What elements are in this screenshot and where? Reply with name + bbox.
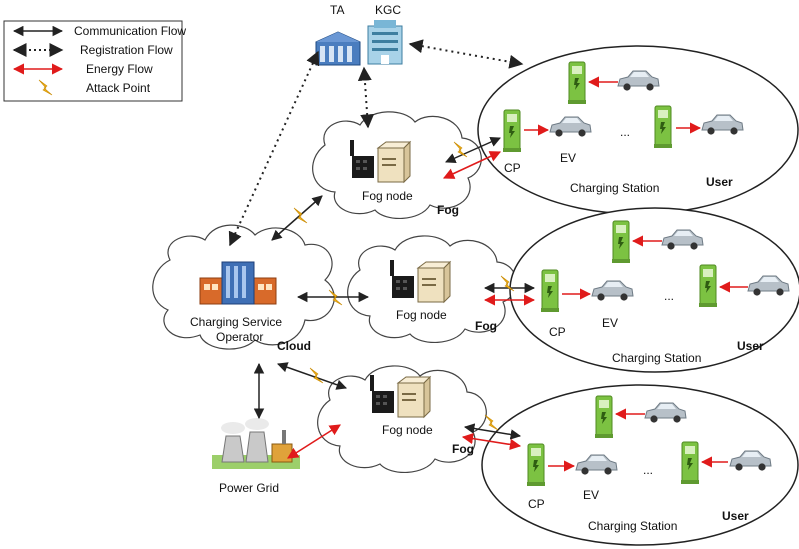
station1-user: User (706, 175, 733, 189)
kgc-label: KGC (375, 3, 401, 17)
cso-label-2: Operator (216, 330, 263, 344)
charging-station-3 (481, 384, 799, 546)
station3-cp-label: CP (528, 497, 545, 511)
station2-charger-top (611, 220, 631, 264)
station2-ev-label: EV (602, 316, 618, 330)
charging-service-operator-icon (199, 261, 277, 305)
station2-cp-charger (540, 269, 560, 313)
attack-point-fog3-cp (484, 414, 499, 431)
legend-attack: Attack Point (86, 81, 151, 95)
cso-label-1: Charging Service (190, 315, 282, 329)
station3-charger-top (594, 395, 614, 439)
legend-registration: Registration Flow (80, 43, 173, 57)
station3-ev-label: EV (583, 488, 599, 502)
station1-charger-top (567, 61, 587, 105)
station1-cp-charger (502, 109, 522, 153)
cloud-label: Cloud (277, 339, 311, 353)
station1-ev-label: EV (560, 151, 576, 165)
station3-ellipsis: ... (643, 463, 653, 477)
legend-communication: Communication Flow (74, 24, 186, 38)
fog-tag-3: Fog (452, 442, 474, 456)
kgc-building-icon (367, 20, 403, 65)
ta-building-icon (315, 31, 361, 66)
fog-tag-2: Fog (475, 319, 497, 333)
station2-user: User (737, 339, 764, 353)
ta-label: TA (330, 3, 344, 17)
station2-charger-right (698, 264, 718, 308)
station1-ellipsis: ... (620, 125, 630, 139)
station3-user: User (722, 509, 749, 523)
legend-energy: Energy Flow (86, 62, 153, 76)
station3-charger-right (680, 441, 700, 485)
station1-name: Charging Station (570, 181, 659, 195)
fog-node-3-label: Fog node (382, 423, 433, 437)
fog-node-1-label: Fog node (362, 189, 413, 203)
power-grid-icon (212, 418, 300, 469)
station2-ellipsis: ... (664, 289, 674, 303)
power-grid-label: Power Grid (219, 481, 279, 495)
fog-tag-1: Fog (437, 203, 459, 217)
station2-cp-label: CP (549, 325, 566, 339)
fog-node-2-label: Fog node (396, 308, 447, 322)
station3-cp-charger (526, 443, 546, 487)
station1-cp-label: CP (504, 161, 521, 175)
station3-name: Charging Station (588, 519, 677, 533)
station2-name: Charging Station (612, 351, 701, 365)
legend: Communication Flow Registration Flow Ene… (3, 20, 186, 102)
station1-charger-right (653, 105, 673, 149)
